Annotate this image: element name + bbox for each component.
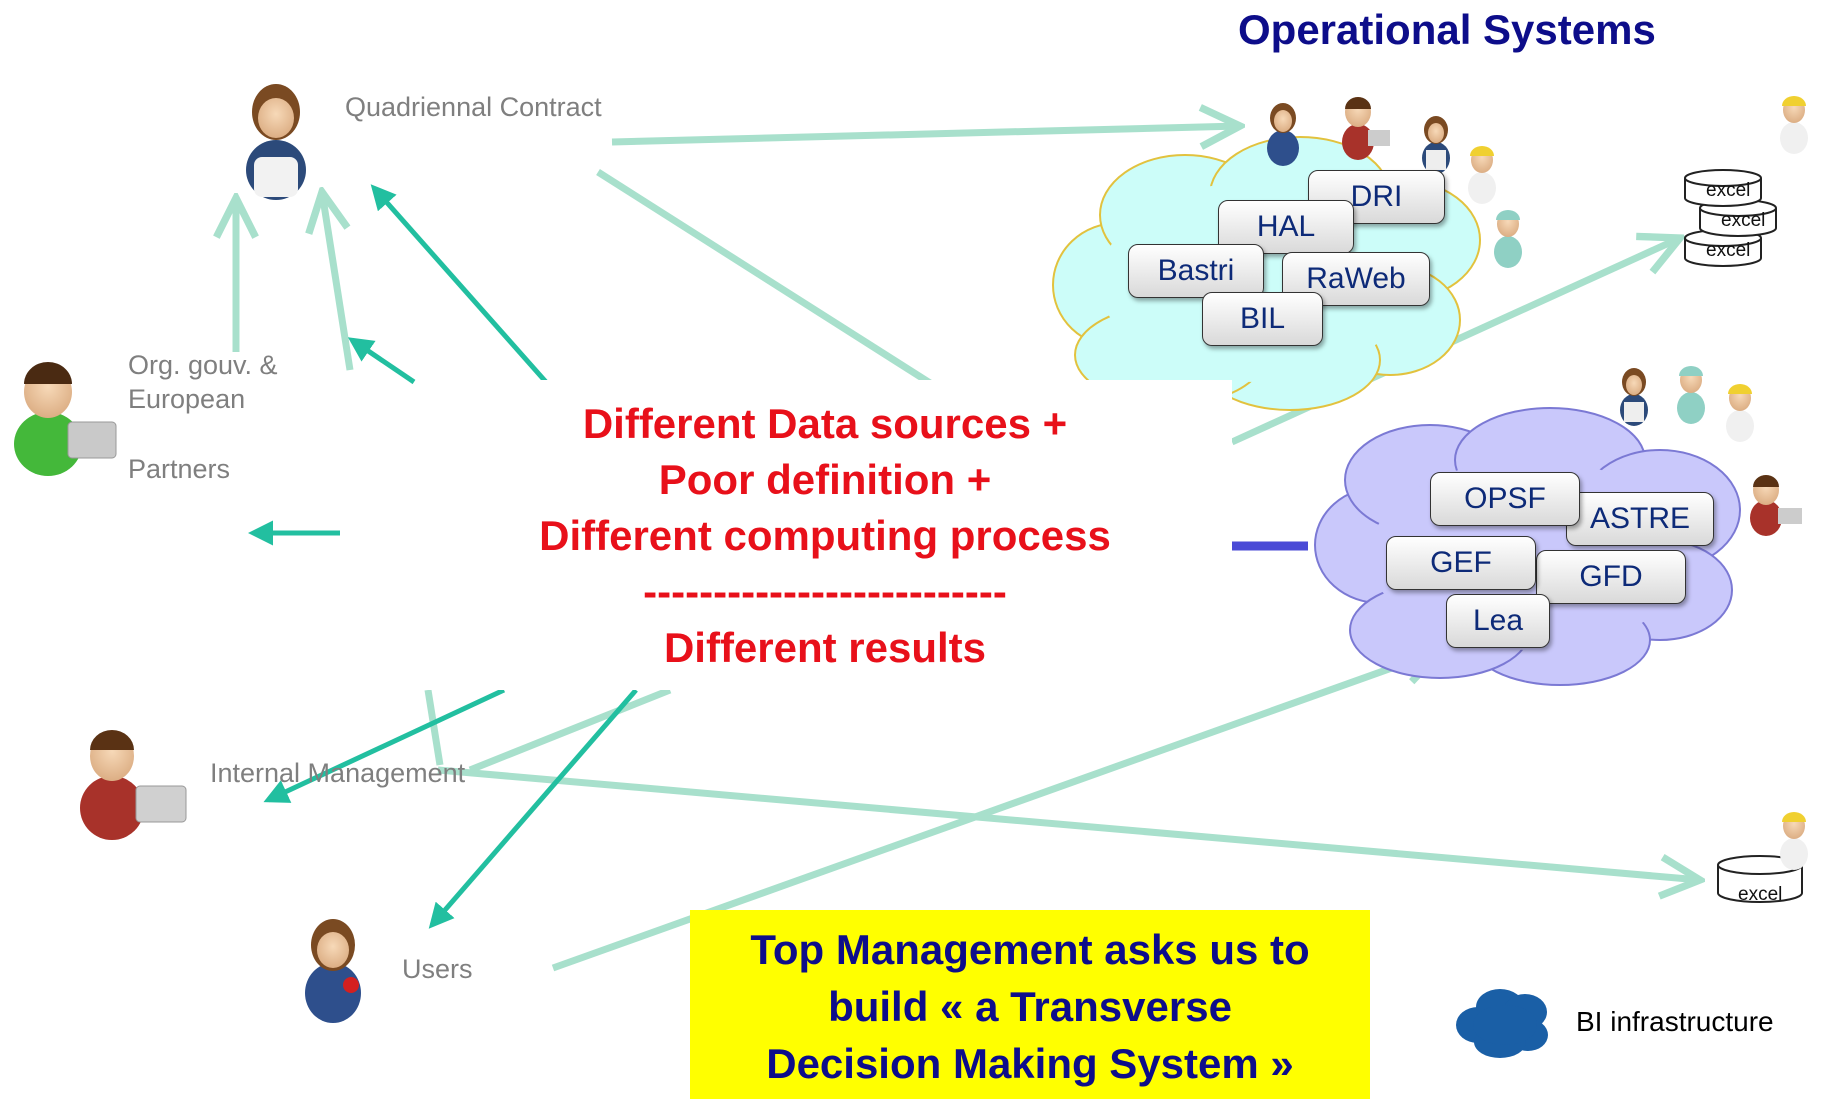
center-message-line1: Different Data sources + [582,400,1068,447]
callout-line2: build « a Transverse [828,983,1232,1030]
operational-systems-title: Operational Systems [1238,6,1656,53]
center-message-line4: Different results [663,624,987,671]
system-box-gfd: GFD [1536,550,1686,604]
excel-label-4: excel [1738,884,1783,905]
system-box-bil: BIL [1202,292,1323,346]
excel-label-3: excel [1706,240,1751,261]
callout-box: Top Management asks us to build « a Tran… [690,910,1370,1099]
actor-label-internal: Internal Management [210,758,466,788]
legend-label: BI infrastructure [1576,1006,1774,1037]
arrow-quadriennal-diagonal [596,169,932,386]
actor-label-users: Users [402,954,473,984]
system-box-bastri: Bastri [1128,244,1264,298]
teal-arrows [248,184,638,929]
actor-label-org-line3: Partners [128,454,231,484]
person-icon-org-partners [14,362,117,476]
callout-line3: Decision Making System » [766,1040,1294,1087]
excel-label-1: excel [1706,180,1751,201]
arrow-internal-to-excel [437,766,1700,880]
person-icon-quadriennal [246,84,306,200]
operational-people-top [1267,96,1808,268]
excel-stack-top [1684,169,1777,267]
excel-cylinder-bottom [1717,855,1803,903]
center-message-divider: -------------------------- [643,568,1007,615]
system-box-dri: DRI [1308,170,1445,224]
system-box-astre: ASTRE [1566,492,1714,546]
system-box-opsf: OPSF [1430,472,1580,526]
actor-label-quadriennal: Quadriennal Contract [345,92,602,122]
teal-arrow-to-internal [263,687,506,803]
center-message-panel: Different Data sources + Poor definition… [418,380,1232,690]
person-icon-internal [80,730,187,840]
system-box-gef: GEF [1386,536,1536,590]
system-box-lea: Lea [1446,594,1550,648]
actor-label-org-line1: Org. gouv. & [128,350,278,380]
teal-arrow-to-users [428,688,638,929]
center-message-line3: Different computing process [539,512,1111,559]
operational-people-mid [1620,366,1808,870]
teal-arrow-to-quadriennal [370,184,548,384]
excel-label-2: excel [1721,210,1766,231]
center-message-line2: Poor definition + [658,456,992,503]
arrow-to-internal-light [468,686,672,774]
actor-label-org-line2: European [128,384,246,414]
arrow-quadriennal-to-operational [611,126,1240,142]
arrow-vertical-internal [424,689,444,766]
callout-line1: Top Management asks us to [750,926,1310,973]
person-icon-users [305,919,361,1023]
legend-cloud-icon [1456,989,1548,1058]
arrow-to-quadriennal-2 [322,192,354,371]
teal-arrow-to-org [347,337,416,385]
